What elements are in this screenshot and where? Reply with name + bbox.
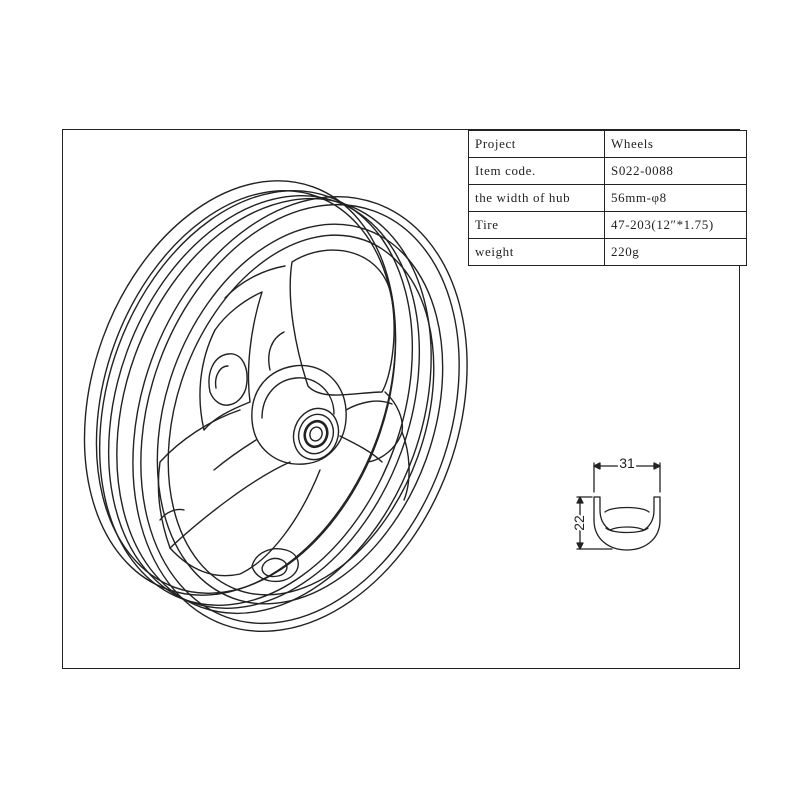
spec-row-project: Project Wheels (468, 130, 747, 158)
width-dimension (593, 462, 661, 493)
rim-profile (576, 462, 661, 551)
spec-label-project: Project (468, 130, 605, 158)
spec-value-weight: 220g (604, 238, 747, 266)
spoke-openings (157, 249, 410, 577)
spec-value-tire: 47-203(12″*1.75) (604, 211, 747, 239)
rim-grooves (98, 190, 432, 615)
side-bosses (159, 353, 248, 521)
rim-front (132, 195, 468, 633)
spec-table: Project Wheels Item code. S022-0088 the … (468, 130, 747, 266)
spec-label-weight: weight (468, 238, 605, 266)
height-dimension (576, 496, 613, 550)
height-label: 22 (571, 515, 587, 531)
hub-body (213, 331, 393, 471)
spec-row-hub-width: the width of hub 56mm-φ8 (468, 184, 747, 212)
hub-bearing (292, 407, 340, 461)
spec-value-hub-width: 56mm-φ8 (604, 184, 747, 212)
spec-row-tire: Tire 47-203(12″*1.75) (468, 211, 747, 239)
width-label: 31 (619, 455, 635, 471)
spec-value-item-code: S022-0088 (604, 157, 747, 185)
valve-hole (251, 548, 299, 583)
drawing-frame (62, 129, 740, 669)
spec-row-weight: weight 220g (468, 238, 747, 266)
spec-row-item-code: Item code. S022-0088 (468, 157, 747, 185)
spec-value-project: Wheels (604, 130, 747, 158)
spec-label-tire: Tire (468, 211, 605, 239)
spec-label-item-code: Item code. (468, 157, 605, 185)
spec-label-hub-width: the width of hub (468, 184, 605, 212)
rim-profile-outline (593, 496, 661, 551)
